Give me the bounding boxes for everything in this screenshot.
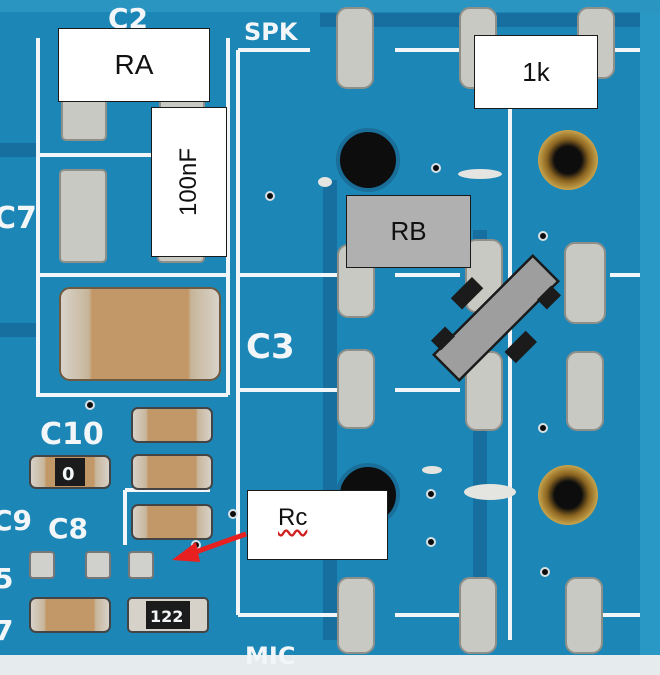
label-c10: C10: [40, 417, 104, 452]
annotation-100nf: 100nF: [151, 107, 227, 257]
silkscreen-lines: [36, 38, 640, 640]
annotation-1k-text: 1k: [522, 56, 550, 87]
through-hole: [538, 465, 598, 525]
pcb-edge: [640, 0, 660, 675]
annotation-rc-text: Rc: [278, 504, 308, 531]
tiny-pads: [29, 551, 154, 579]
annotation-ra-text: RA: [114, 49, 154, 80]
annotation-rb-text: RB: [390, 216, 427, 246]
annotation-rc: Rc: [247, 490, 388, 560]
label-c7: C7: [0, 201, 37, 236]
pcb-bottom-edge: [0, 655, 660, 675]
annotation-ra: RA: [58, 28, 210, 102]
solder-blobs: [318, 169, 516, 500]
label-c3: C3: [246, 327, 295, 367]
slide-switch: [430, 254, 562, 382]
label-spk: SPK: [244, 18, 299, 46]
pcb-top-edge: [0, 0, 660, 12]
annotation-rb: RB: [346, 195, 471, 268]
label-c8: C8: [48, 512, 88, 545]
through-hole: [336, 128, 400, 192]
resistor-code-122: 122: [150, 607, 183, 626]
resistor-code-0: 0: [62, 464, 75, 485]
red-arrow: [172, 531, 247, 562]
annotation-1k: 1k: [474, 35, 598, 109]
label-mic: MIC: [245, 642, 295, 670]
annotation-100nf-text: 100nF: [175, 147, 202, 217]
label-edge-5: 5: [0, 562, 13, 595]
label-edge-7: 7: [0, 614, 13, 647]
large-capacitor: [59, 287, 221, 381]
label-c9: C9: [0, 504, 32, 537]
resistor-zero-ohm: [55, 458, 85, 486]
resistor-122-body: [146, 601, 190, 629]
through-hole: [538, 130, 598, 190]
